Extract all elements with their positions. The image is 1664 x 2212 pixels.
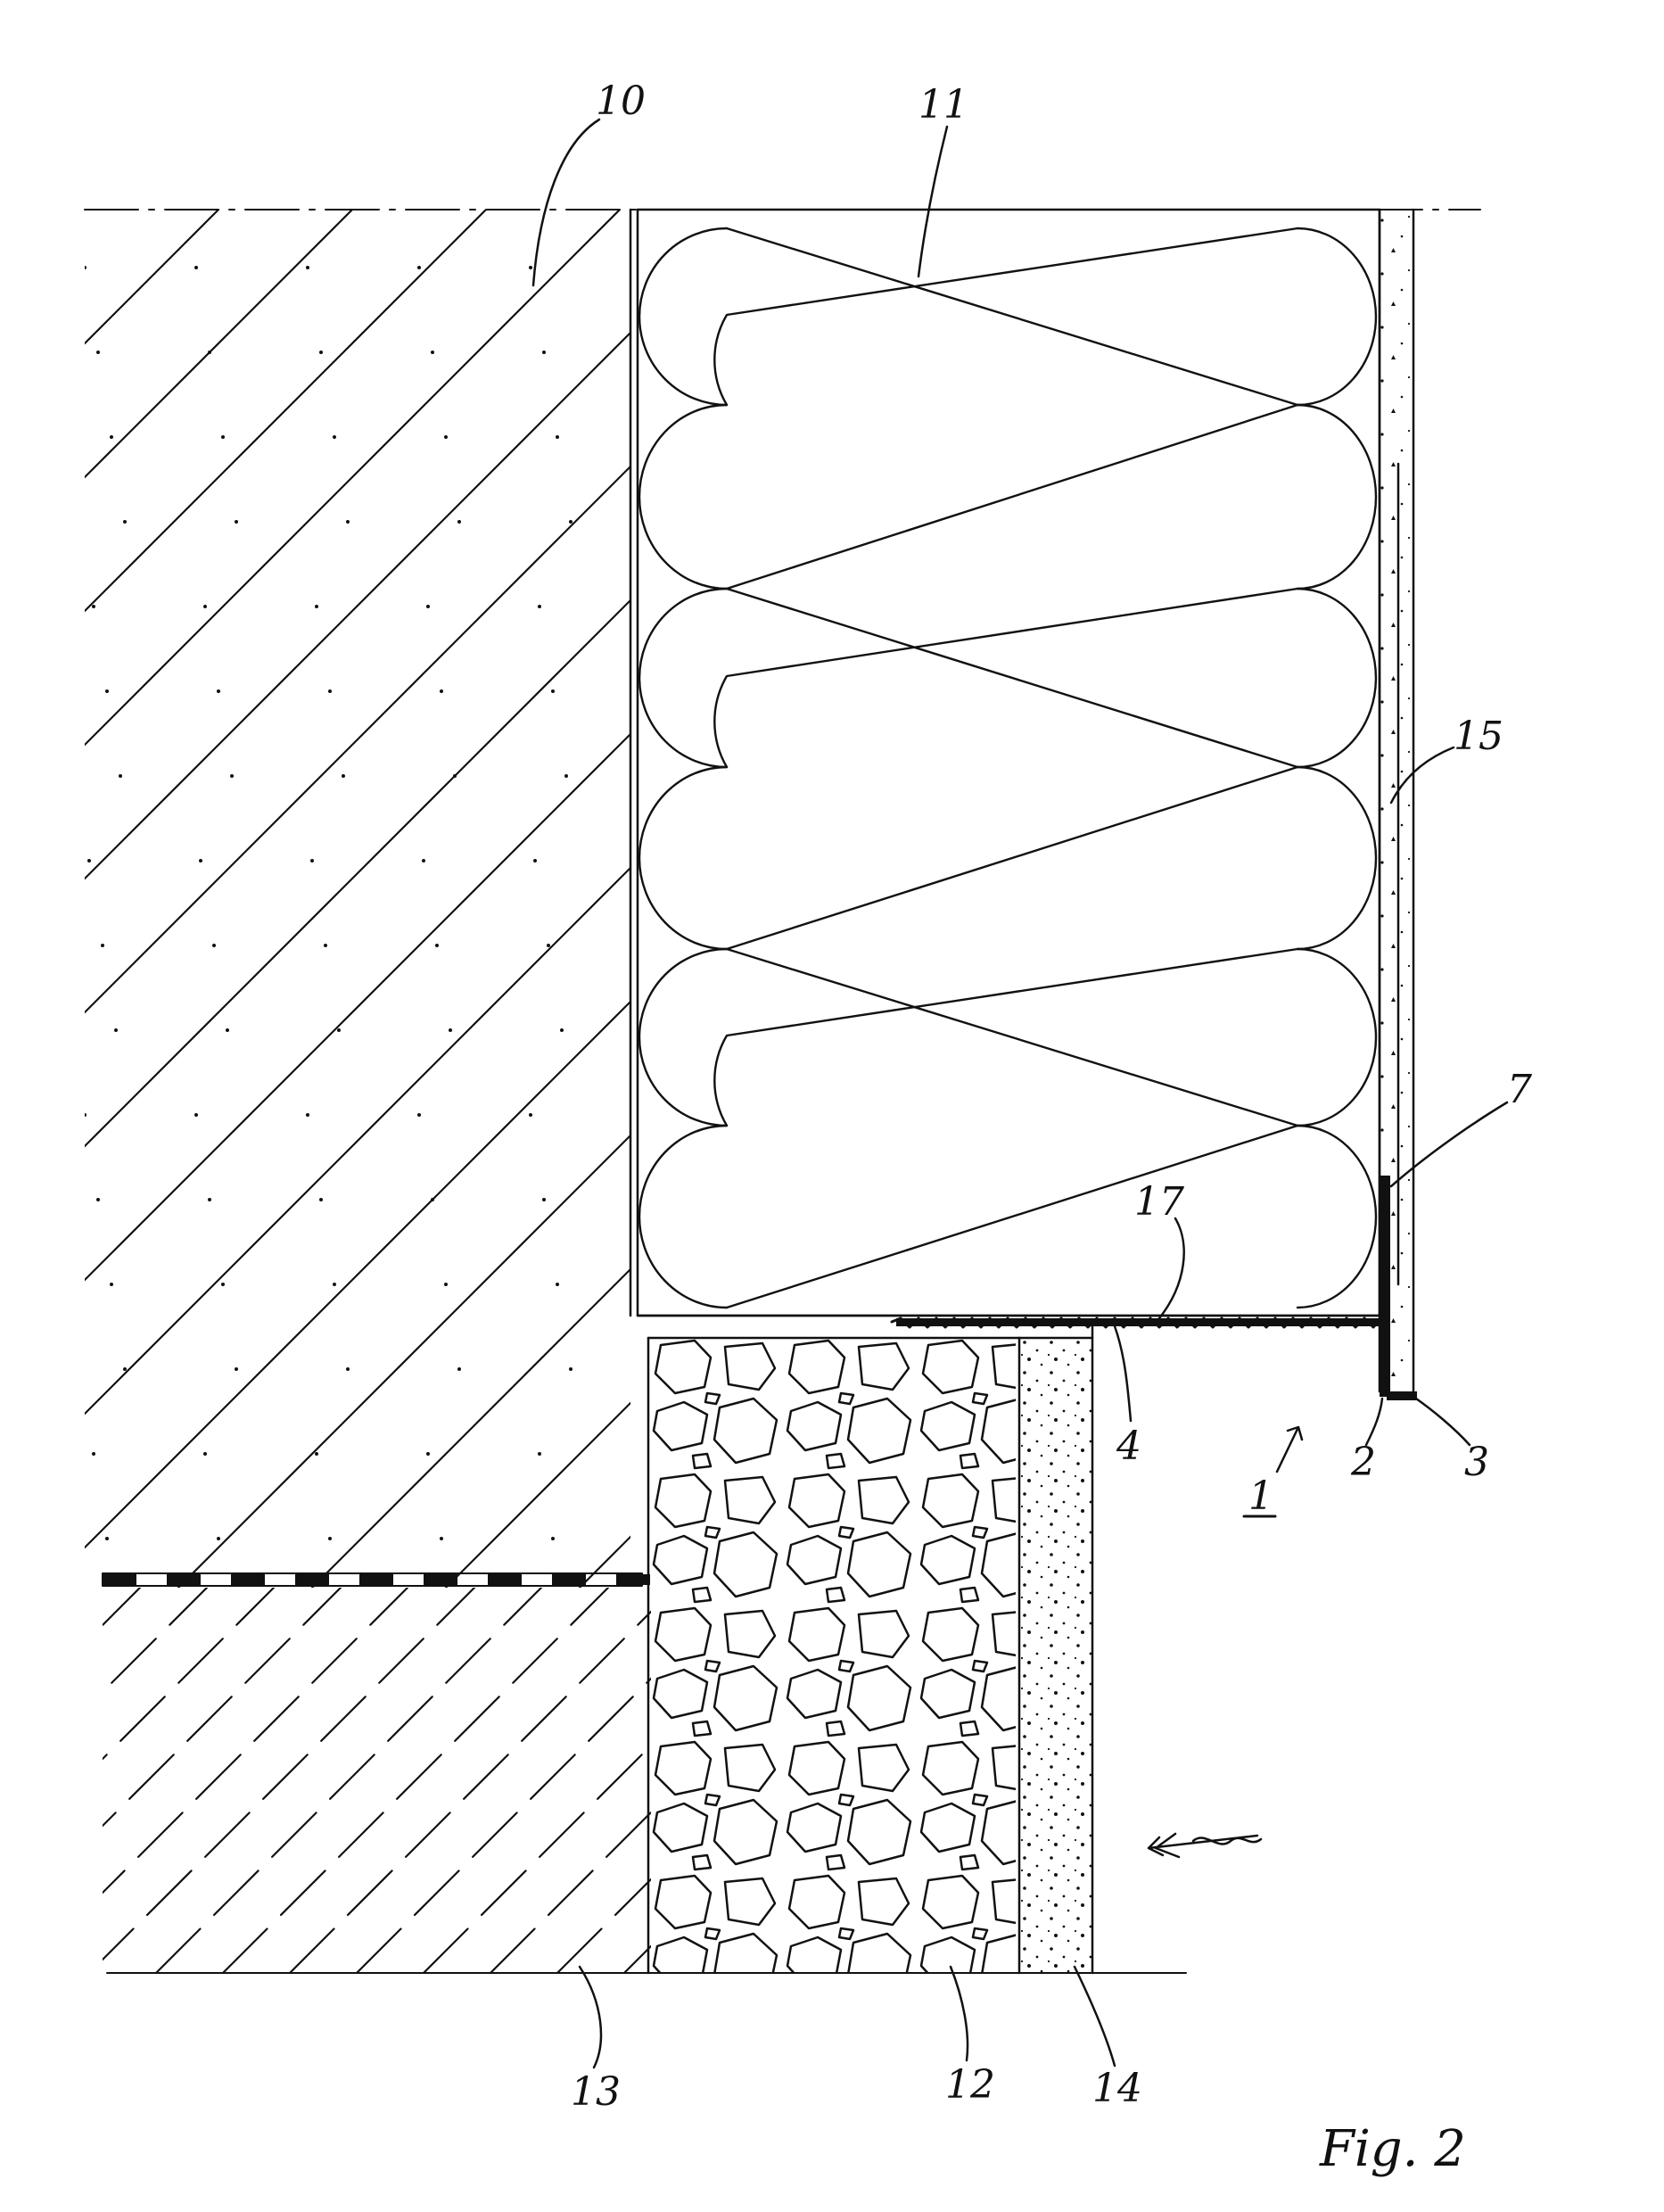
damp-proof-course <box>102 1572 650 1587</box>
insulation-board <box>636 208 1381 1317</box>
leader-12 <box>949 1965 969 2062</box>
rubble-stone-fill <box>647 1336 1021 1973</box>
foundation-hatch <box>103 1588 651 1973</box>
leader-4 <box>1113 1325 1133 1423</box>
profile-drip-lip <box>1387 1391 1417 1400</box>
plinth-plaster <box>1017 1325 1094 1975</box>
label-12: 12 <box>945 2062 995 2108</box>
leader-15 <box>1389 746 1455 805</box>
leader-11 <box>917 125 949 278</box>
label-17: 17 <box>1134 1179 1184 1225</box>
label-7: 7 <box>1507 1067 1532 1112</box>
leader-1-arrow <box>1275 1425 1304 1473</box>
label-13: 13 <box>571 2069 621 2115</box>
label-14: 14 <box>1092 2066 1142 2111</box>
soil-side-arrow <box>1147 1832 1263 1859</box>
leader-3 <box>1414 1397 1471 1447</box>
masonry-wall <box>85 210 630 1588</box>
profile-support-plate <box>896 1318 1387 1326</box>
leader-2 <box>1364 1397 1384 1447</box>
label-4: 4 <box>1116 1424 1141 1469</box>
label-3: 3 <box>1464 1440 1489 1485</box>
label-15: 15 <box>1454 714 1503 759</box>
leader-10 <box>531 118 601 287</box>
label-2: 2 <box>1350 1440 1376 1485</box>
anchor-dowel <box>890 1316 1384 1329</box>
label-10: 10 <box>596 78 646 124</box>
leader-14 <box>1073 1965 1116 2068</box>
leader-7 <box>1389 1101 1509 1188</box>
reference-labels: 10 11 15 7 17 4 2 3 1 13 12 14 Fig. 2 <box>571 78 1532 2178</box>
leader-17 <box>1157 1217 1185 1320</box>
base-profile <box>890 1176 1417 1400</box>
label-1: 1 <box>1248 1473 1273 1519</box>
leader-lines <box>531 118 1509 2069</box>
profile-vertical-leg <box>1380 1176 1390 1397</box>
label-11: 11 <box>918 82 968 128</box>
figure-caption: Fig. 2 <box>1319 2120 1466 2178</box>
leader-13 <box>578 1965 603 2069</box>
